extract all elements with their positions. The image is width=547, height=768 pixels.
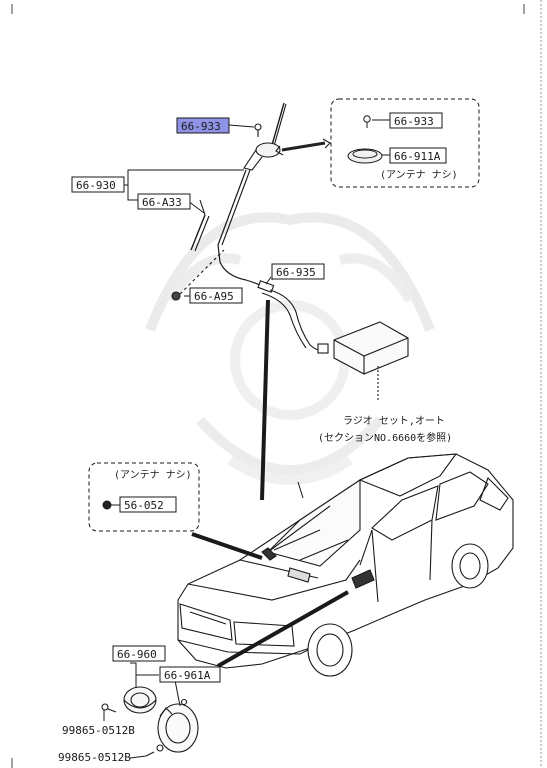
part-number-99865-0512b-upper[interactable]: 99865-0512B bbox=[62, 724, 135, 737]
part-number-66-960[interactable]: 66-960 bbox=[117, 648, 157, 661]
part-number-66-961a[interactable]: 66-961A bbox=[164, 669, 211, 682]
antenna-assembly-drawing bbox=[171, 102, 409, 400]
part-label-box-66-a33 bbox=[137, 193, 191, 210]
part-number-66-911a[interactable]: 66-911A bbox=[394, 150, 441, 163]
part-label-box-66-911a bbox=[389, 147, 447, 164]
note-no-antenna-upper: (アンテナ ナシ) bbox=[380, 169, 458, 181]
car-pointers bbox=[191, 532, 349, 668]
part-label-box-66-933-alt bbox=[389, 112, 443, 129]
part-number-56-052[interactable]: 56-052 bbox=[124, 499, 164, 512]
part-number-66-930[interactable]: 66-930 bbox=[76, 179, 116, 192]
part-number-66-a95[interactable]: 66-A95 bbox=[194, 290, 234, 303]
inset-box-lower bbox=[88, 462, 200, 532]
inset-box-upper bbox=[330, 98, 480, 188]
part-number-66-933-highlighted[interactable]: 66-933 bbox=[181, 120, 221, 133]
car-drawing bbox=[177, 453, 514, 677]
part-label-box-66-930 bbox=[71, 176, 125, 193]
part-number-66-935[interactable]: 66-935 bbox=[276, 266, 316, 279]
part-number-66-a33[interactable]: 66-A33 bbox=[142, 196, 182, 209]
part-label-box-66-933-highlighted[interactable] bbox=[176, 117, 230, 134]
page-frame bbox=[11, 0, 542, 768]
callout-leaders bbox=[124, 124, 304, 501]
part-number-99865-0512b-lower[interactable]: 99865-0512B bbox=[58, 751, 131, 764]
part-number-66-933-alt[interactable]: 66-933 bbox=[394, 115, 434, 128]
speaker-drawing bbox=[101, 686, 199, 759]
part-label-box-56-052 bbox=[119, 496, 177, 513]
note-radio-section-ref: (セクションNO.6660を参照) bbox=[318, 431, 452, 444]
part-label-box-66-960 bbox=[112, 645, 166, 662]
note-no-antenna-lower: (アンテナ ナシ) bbox=[114, 469, 192, 481]
note-radio-set: ラジオ セット,オート bbox=[343, 415, 445, 427]
part-label-box-66-935 bbox=[271, 263, 325, 280]
watermark-emblem bbox=[145, 212, 435, 485]
part-label-box-66-a95 bbox=[189, 287, 243, 304]
part-label-box-66-961a bbox=[159, 666, 221, 683]
lower-cap-drawing bbox=[102, 500, 120, 510]
inset-cap-drawing bbox=[347, 115, 390, 164]
